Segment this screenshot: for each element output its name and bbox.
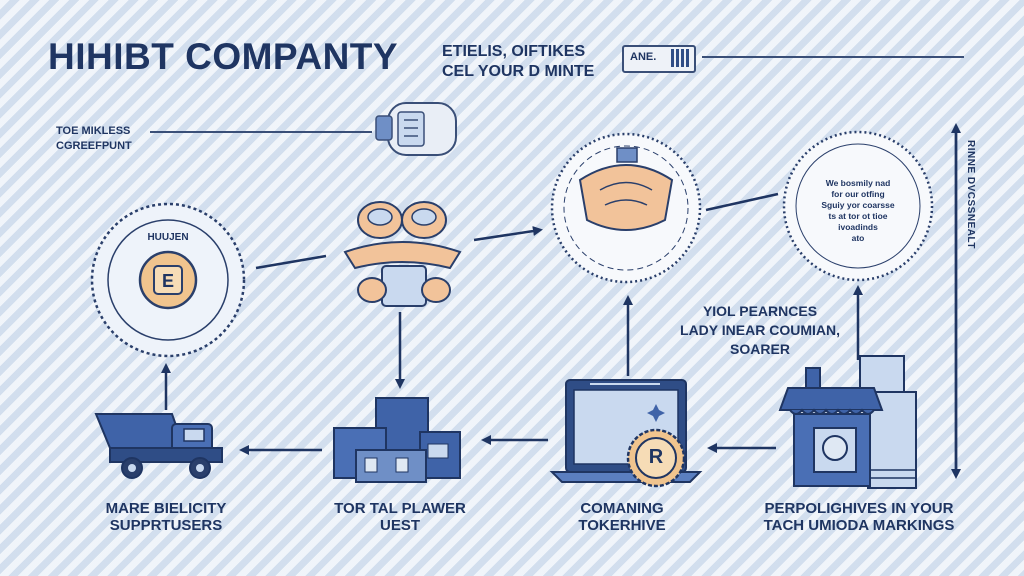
warehouse-label-line-1: TOR TAL PLAWER [334,500,466,517]
center-note-line-3: SOARER [730,341,790,357]
flow-arrows [161,123,961,479]
info-line-4: ts at tor ot tioe [828,211,888,221]
info-line-1: We bosmily nad [825,178,891,188]
link-seal-to-hands [255,254,327,270]
info-line-2: for our otfing [831,189,885,199]
laptop-label-line-2: TOKERHIVE [578,517,666,534]
center-note-line-1: YIOL PEARNCES [702,303,818,319]
subtitle-line-2: CEL YOUR D MINTE [442,63,595,80]
seal-label: HUUJEN [147,232,189,243]
center-note: YIOL PEARNCES LADY INEAR COUMIAN, SOARER [660,302,860,359]
info-circle-text: We bosmily nad for our otfing Sguiy yor … [808,178,908,244]
center-note-line-2: LADY INEAR COUMIAN, [680,322,840,338]
side-note-line-1: TOE MIKLESS [56,125,131,137]
info-circle-icon [782,130,934,282]
link-team-to-info [705,192,779,212]
header-badge-label: ANE. [630,51,657,63]
device-icon [375,102,457,156]
store-label-line-1: PERPOLIGHIVES IN YOUR [764,500,954,517]
info-line-5: ivoadinds [838,222,878,232]
info-line-6: ato [851,233,865,243]
supplier-label: MARE BIELICITY SUPPRTUSERS [86,500,246,534]
laptop-icon [549,379,703,488]
header-badge: ANE. [622,45,696,73]
page-subtitle: ETIELIS, OIFTIKES CEL YOUR D MINTE [442,42,594,82]
svg-text:E: E [162,271,174,291]
info-line-3: Sguiy yor coarsse [821,200,895,210]
laptop-badge-letter: R [648,446,664,468]
side-note: TOE MIKLESS CGREEFPUNT [56,124,132,154]
supplier-label-line-1: MARE BIELICITY [105,500,227,517]
side-note-connector [150,131,372,133]
warehouse-label: TOR TAL PLAWER UEST [320,500,480,534]
supplier-label-line-2: SUPPRTUSERS [109,517,223,534]
qr-code-icon [671,49,691,67]
laptop-label-line-1: COMANING [580,500,664,517]
laptop-label: COMANING TOKERHIVE [552,500,692,534]
warehouse-label-line-2: UEST [379,517,420,534]
arrow-hands-to-team [473,226,543,242]
store-label-line-2: TACH UMIODA MARKINGS [763,517,955,534]
hands-person-icon [343,201,462,307]
truck-icon [94,413,223,479]
team-circle-icon [550,132,702,284]
store-label: PERPOLIGHIVES IN YOUR TACH UMIODA MARKIN… [748,500,970,534]
storefront-icon [778,355,917,489]
inventory-boxes-icon [333,397,461,483]
page-title: HIHIBT COMPANTY [48,36,399,77]
side-note-line-2: CGREEFPUNT [56,140,132,152]
header-divider [702,56,964,58]
quality-seal-icon: E [90,202,246,358]
subtitle-line-1: ETIELIS, OIFTIKES [442,43,586,60]
vertical-label: RINNE DVCSSNEALT [965,140,976,249]
